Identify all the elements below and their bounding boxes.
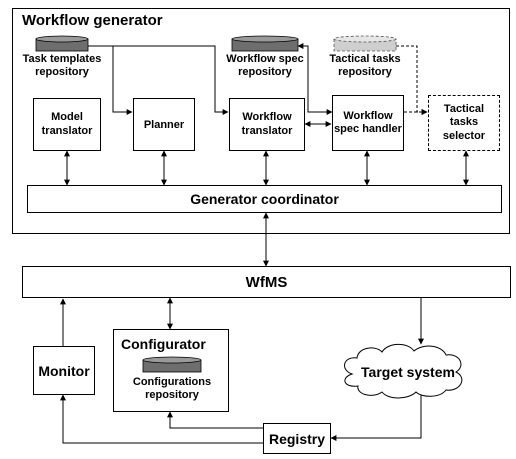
registry-label: Registry (268, 430, 326, 447)
workflow-spec-handler-label: Workflow spec handler (334, 109, 402, 135)
wfms-box: WfMS (22, 266, 511, 298)
model-translator-label: Model translator (41, 111, 93, 137)
generator-coordinator-label: Generator coordinator (190, 191, 339, 207)
workflow-spec-repository-label: Workflow spec repository (226, 53, 304, 78)
edge-registry-configurator (167, 411, 263, 429)
wfms-label: WfMS (245, 273, 288, 291)
edge-target-registry (330, 391, 422, 441)
edge-registry-monitor (60, 394, 263, 444)
configurations-repository-label: Configurations repository (132, 376, 212, 401)
tactical-tasks-selector-label: Tactical tasks selector (442, 103, 486, 142)
configurator-label: Configurator (121, 336, 206, 352)
registry-box: Registry (263, 423, 331, 454)
tactical-tasks-db-icon (333, 35, 397, 52)
planner-label: Planner (143, 118, 185, 131)
monitor-label: Monitor (38, 362, 90, 379)
cloud-icon (344, 343, 463, 399)
tactical-tasks-repository-label: Tactical tasks repository (329, 53, 401, 78)
edge-repo-to-planner (112, 46, 133, 115)
model-translator-box: Model translator (33, 98, 101, 151)
workflow-translator-label: Workflow translator (241, 111, 293, 137)
workflow-spec-db-icon (231, 35, 299, 52)
planner-box: Planner (133, 98, 195, 151)
monitor-box: Monitor (33, 346, 95, 395)
target-system-label: Target system (361, 364, 455, 380)
generator-coordinator-box: Generator coordinator (27, 185, 502, 213)
task-templates-repository-label: Task templates repository (22, 53, 102, 78)
workflow-generator-title: Workflow generator (22, 12, 163, 29)
tactical-tasks-selector-box: Tactical tasks selector (428, 95, 500, 151)
task-templates-db-icon (35, 35, 89, 52)
edge-repo-to-workflow-translator (88, 45, 229, 115)
workflow-translator-box: Workflow translator (229, 98, 305, 151)
configurations-db-icon (142, 356, 202, 373)
configurator-box (113, 329, 229, 412)
edge-spec-repo-handler (297, 43, 333, 115)
workflow-spec-handler-box: Workflow spec handler (332, 95, 404, 151)
